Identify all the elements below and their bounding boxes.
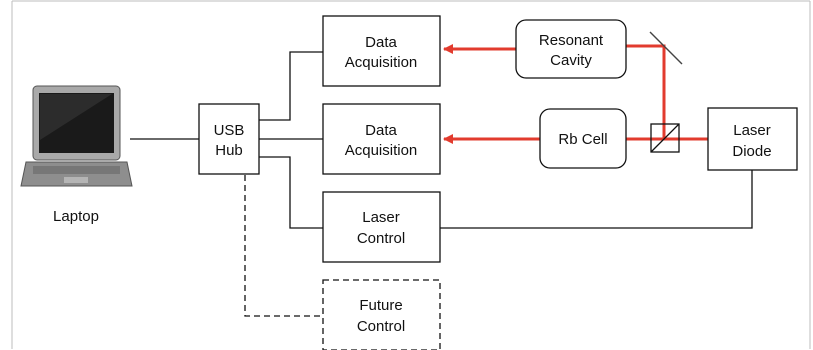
daq-mid-label-line1: Data — [365, 122, 397, 139]
daq-mid-label-line2: Acquisition — [345, 142, 418, 159]
wire-hub-laser-control — [259, 156, 323, 229]
laser-diode-box: Laser Diode — [707, 107, 798, 171]
laser-diode-label-line2: Diode — [732, 143, 771, 160]
diagram-frame — [11, 0, 811, 349]
future-control-label-line1: Future — [359, 297, 402, 314]
laptop-icon — [20, 85, 133, 187]
daq-top-label-line2: Acquisition — [345, 54, 418, 71]
laser-control-label-line2: Control — [357, 230, 405, 247]
resonant-cavity-label-line1: Resonant — [539, 32, 604, 49]
laser-control-box: Laser Control — [322, 191, 441, 263]
usb-hub-label-line2: Hub — [215, 142, 243, 159]
rb-cell-label: Rb Cell — [558, 131, 607, 148]
wire-hub-future-control — [244, 175, 323, 317]
wire-laser-control-diode — [440, 170, 753, 229]
wire-hub-daq-top — [259, 51, 323, 121]
data-acquisition-mid-box: Data Acquisition — [322, 103, 441, 175]
usb-hub-label-line1: USB — [214, 122, 245, 139]
laser-control-label-line1: Laser — [362, 209, 400, 226]
laser-diode-label-line1: Laser — [733, 122, 771, 139]
resonant-cavity-box: Resonant Cavity — [515, 19, 627, 79]
beam-splitter-to-cavity — [626, 44, 666, 139]
usb-hub-box: USB Hub — [198, 103, 260, 175]
beam-splitter-icon — [650, 123, 680, 153]
rb-cell-box: Rb Cell — [539, 108, 627, 169]
daq-top-label-line1: Data — [365, 34, 397, 51]
data-acquisition-top-box: Data Acquisition — [322, 15, 441, 87]
connection-wires — [130, 51, 753, 317]
mirror-icon — [649, 31, 683, 65]
future-control-label-line2: Control — [357, 318, 405, 335]
future-control-box: Future Control — [322, 279, 441, 350]
resonant-cavity-label-line2: Cavity — [550, 52, 592, 69]
laptop-label: Laptop — [53, 208, 99, 225]
